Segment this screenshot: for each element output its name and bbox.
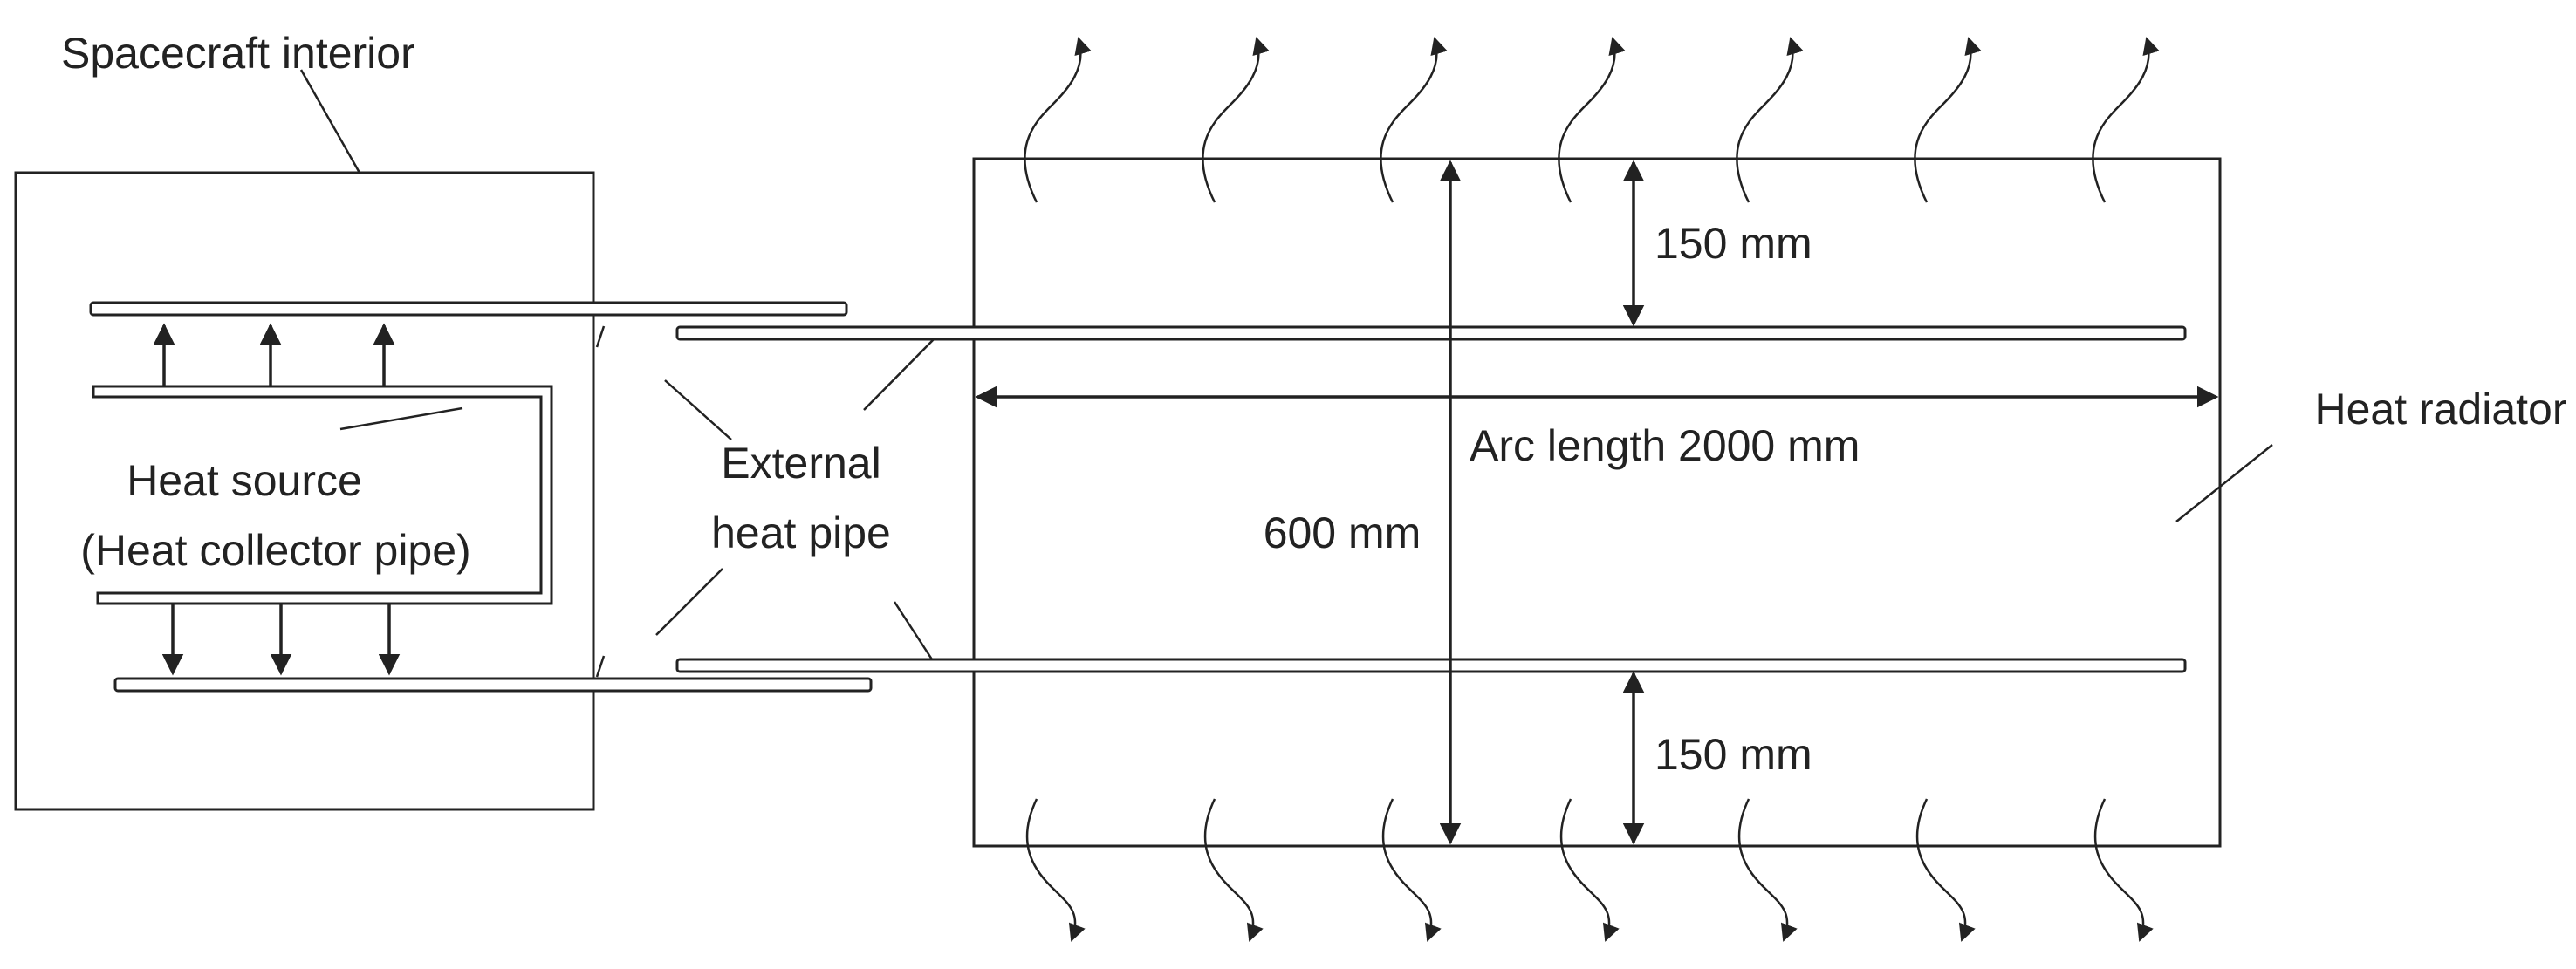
heat-radiator-leader [2175,444,2273,522]
heat-collector-pipe [92,385,553,605]
radiated-heat-arrow [1914,37,1982,203]
external-heat-pipe-label-line2: heat pipe [711,508,891,557]
external-heat-pipe-leader [655,568,723,636]
radiated-heat-arrow [1380,37,1448,203]
spacecraft-interior-box [14,171,595,811]
radiated-heat-arrows-top [1024,37,2160,203]
radiated-heat-arrow [1202,37,1270,203]
radiated-heat-arrow [1025,798,1086,942]
radiated-heat-arrow [1203,798,1264,942]
spacecraft-interior-label: Spacecraft interior [61,29,415,78]
dimension-top-gap-label: 150 mm [1655,219,1812,268]
break-mark [595,325,606,348]
radiated-heat-arrows-bottom [1025,798,2154,942]
dimension-arc-length-label: Arc length 2000 mm [1470,421,1860,470]
external-heat-pipe-leader [863,338,935,411]
external-heat-pipe-leaders [655,338,935,660]
radiated-heat-arrow [1558,37,1626,203]
pipe-break-marks [595,325,606,678]
radiated-heat-arrow [1736,37,1804,203]
downward-heat-flow-arrows [161,604,401,676]
radiated-heat-arrow [2093,798,2154,942]
dimension-bottom-gap-label: 150 mm [1655,730,1812,779]
radiated-heat-arrow [1381,798,1442,942]
spacecraft-interior-leader [299,69,361,174]
external-heat-pipe-top-radiator [675,325,2187,341]
heat-radiator-box [972,157,2222,848]
radiated-heat-arrow [1915,798,1976,942]
external-heat-pipe-bottom-inner [113,677,873,693]
external-heat-pipe-leader [664,379,732,440]
upward-heat-flow-arrows [153,323,395,386]
heat-radiator-label: Heat radiator [2314,385,2566,433]
heat-source-label-line1: Heat source [127,456,362,505]
external-heat-pipe-leader [893,601,934,660]
external-heat-pipe-top-inner [89,301,848,317]
radiated-heat-arrow [1024,37,1092,203]
heat-source-leader [339,406,463,431]
radiated-heat-arrow [2092,37,2160,203]
external-heat-pipe-bottom-radiator [675,658,2187,673]
break-mark [595,655,606,678]
heat-source-label-line2: (Heat collector pipe) [80,526,470,575]
external-heat-pipe-label-line1: External [721,439,880,488]
radiated-heat-arrow [1737,798,1798,942]
dimension-height-label: 600 mm [1264,508,1422,557]
radiated-heat-arrow [1559,798,1620,942]
